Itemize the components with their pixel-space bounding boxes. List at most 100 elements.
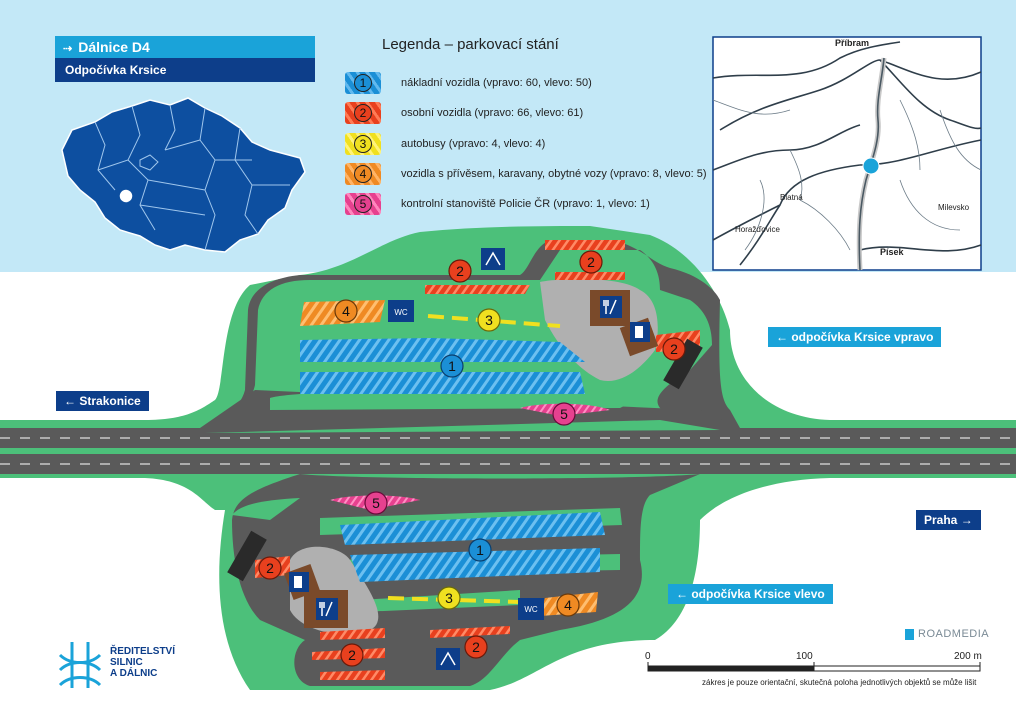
arrow-left-icon: ← [676, 587, 692, 601]
car-parking-left [320, 628, 385, 640]
legend-swatch: 5 [345, 193, 381, 215]
truck-parking-right [300, 338, 585, 362]
svg-text:3: 3 [445, 590, 453, 606]
sign-strakonice: ← Strakonice [56, 391, 149, 411]
legend-number: 2 [354, 104, 372, 122]
rsd-logo-text: ŘEDITELSTVÍ SILNIC A DÁLNIC [110, 646, 175, 679]
legend-number: 1 [354, 74, 372, 92]
scale-bar [647, 662, 981, 672]
marker-bus-left: 3 [437, 586, 461, 610]
legend-number: 3 [354, 135, 372, 153]
legend-item: 1 nákladní vozidla (vpravo: 60, vlevo: 50… [345, 72, 592, 94]
sign-praha: Praha → [916, 510, 981, 530]
svg-text:2: 2 [670, 341, 678, 357]
wc-icon: WC [388, 300, 414, 322]
czech-republic-map [61, 97, 306, 253]
legend-item: 2 osobní vozidla (vpravo: 66, vlevo: 61) [345, 102, 583, 124]
arrow-left-icon: ← [64, 394, 80, 408]
bus-parking-right [427, 314, 561, 328]
legend-swatch: 2 [345, 102, 381, 124]
legend-label: osobní vozidla (vpravo: 66, vlevo: 61) [401, 107, 584, 119]
rest-area-left [227, 474, 700, 686]
marker-car: 2 [662, 337, 686, 361]
legend-label: vozidla s přívěsem, karavany, obytné voz… [401, 168, 707, 180]
marker-police-left: 5 [364, 491, 388, 515]
sign-rest-left: ← odpočívka Krsice vlevo [668, 584, 833, 604]
rsd-line-1: ŘEDITELSTVÍ [110, 646, 176, 657]
svg-text:2: 2 [266, 560, 274, 576]
svg-text:WC: WC [394, 308, 408, 317]
fuel-station-icon [630, 322, 650, 342]
svg-text:5: 5 [372, 495, 380, 511]
rest-area-right [200, 240, 740, 433]
rsd-line-2: SILNIC [110, 657, 143, 668]
regional-inset-map [712, 36, 982, 271]
truck-parking-left [340, 512, 605, 545]
car-parking-right [425, 285, 530, 294]
arrow-right-icon: → [957, 513, 973, 527]
sign-praha-label: Praha [924, 513, 958, 527]
legend-item: 4 vozidla s přívěsem, karavany, obytné vo… [345, 163, 706, 185]
highway-title: ⇢ Dálnice D4 [55, 36, 315, 58]
city-blatna: Blatná [780, 193, 803, 202]
legend-label: nákladní vozidla (vpravo: 60, vlevo: 50) [401, 77, 592, 89]
scale-label-0: 0 [645, 651, 651, 662]
legend-number: 5 [354, 195, 372, 213]
playground-icon [436, 648, 460, 670]
fuel-station-icon [289, 572, 309, 592]
svg-text:5: 5 [560, 406, 568, 422]
marker-trailer-right: 4 [334, 299, 358, 323]
arrow-right-icon: ⇢ [63, 43, 73, 55]
sign-rest-right-label: odpočívka Krsice vpravo [791, 330, 934, 344]
svg-text:1: 1 [448, 358, 456, 374]
restaurant-icon [316, 598, 338, 620]
marker-car: 2 [448, 259, 472, 283]
bus-parking-left [387, 596, 521, 604]
sign-rest-right: ← odpočívka Krsice vpravo [768, 327, 942, 347]
legend-swatch: 3 [345, 133, 381, 155]
playground-icon [481, 248, 505, 270]
legend-label: autobusy (vpravo: 4, vlevo: 4) [401, 138, 546, 150]
svg-text:3: 3 [485, 312, 493, 328]
marker-truck-right: 1 [440, 354, 464, 378]
svg-text:1: 1 [476, 542, 484, 558]
svg-text:2: 2 [587, 254, 595, 270]
marker-police-right: 5 [552, 402, 576, 426]
city-pisek: Písek [880, 247, 905, 257]
city-pribram: Příbram [835, 38, 869, 48]
roadmedia-logo-text: ROADMEDIA [918, 628, 990, 640]
sign-rest-left-label: odpočívka Krsice vlevo [691, 587, 825, 601]
city-milevsko: Milevsko [938, 203, 970, 212]
svg-text:2: 2 [348, 647, 356, 663]
legend-number: 4 [354, 165, 372, 183]
svg-text:4: 4 [564, 597, 572, 613]
scale-label-100: 100 [796, 651, 813, 662]
rsd-logo-icon [58, 642, 102, 688]
wc-icon: WC [518, 598, 544, 620]
svg-text:4: 4 [342, 303, 350, 319]
roadmedia-logo-icon [905, 629, 914, 640]
marker-trailer-left: 4 [556, 593, 580, 617]
marker-car: 2 [579, 250, 603, 274]
marker-bus-right: 3 [477, 308, 501, 332]
legend-item: 5 kontrolní stanoviště Policie ČR (vpravo… [345, 193, 650, 215]
restaurant-icon [600, 296, 622, 318]
marker-truck-left: 1 [468, 538, 492, 562]
svg-text:2: 2 [456, 263, 464, 279]
legend-swatch: 1 [345, 72, 381, 94]
city-horazdovice: Horažďovice [735, 225, 780, 234]
highway-d4 [0, 428, 1016, 474]
legend-swatch: 4 [345, 163, 381, 185]
location-marker [118, 188, 134, 204]
svg-text:2: 2 [472, 639, 480, 655]
highway-name: Dálnice D4 [78, 39, 150, 55]
sign-strakonice-label: Strakonice [79, 394, 141, 408]
scale-label-200: 200 m [954, 651, 982, 662]
legend-title: Legenda – parkovací stání [382, 36, 559, 53]
legend-label: kontrolní stanoviště Policie ČR (vpravo:… [401, 198, 650, 210]
arrow-left-icon: ← [776, 330, 792, 344]
marker-car: 2 [258, 556, 282, 580]
marker-car: 2 [340, 643, 364, 667]
marker-car: 2 [464, 635, 488, 659]
